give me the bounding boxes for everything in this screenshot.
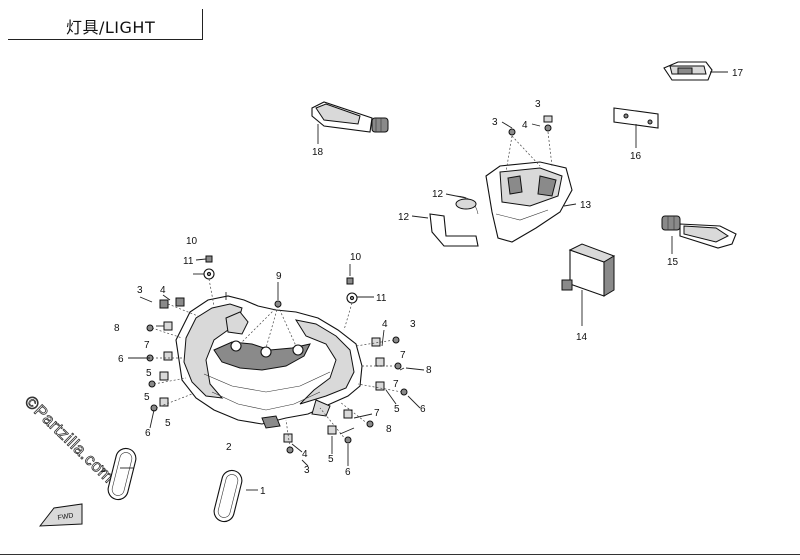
callout-1b: 1 xyxy=(260,486,266,497)
callout-10a: 10 xyxy=(186,236,198,247)
turn-signal-left xyxy=(311,101,389,133)
taillight-guides xyxy=(505,131,553,173)
title-frame xyxy=(8,9,203,40)
callout-6d: 6 xyxy=(345,467,351,478)
callout-1a: 1 xyxy=(100,464,106,475)
callout-11b: 11 xyxy=(376,293,387,304)
callout-3e: 3 xyxy=(492,117,498,128)
callout-7d: 7 xyxy=(374,408,380,419)
callout-17: 17 xyxy=(732,68,744,79)
callout-11a: 11 xyxy=(183,256,194,267)
callout-15: 15 xyxy=(667,257,679,268)
callout-6c: 6 xyxy=(420,404,426,415)
callout-6b: 6 xyxy=(145,428,151,439)
headlight-assembly xyxy=(175,295,363,429)
callout-7c: 7 xyxy=(393,379,399,390)
callout-10b: 10 xyxy=(350,252,362,263)
callout-7b: 7 xyxy=(400,350,406,361)
callout-3a: 3 xyxy=(137,285,143,296)
bottom-rule xyxy=(0,554,800,555)
page-title: 灯具/LIGHT xyxy=(66,18,156,37)
callout-9: 9 xyxy=(276,271,282,282)
callout-8a: 8 xyxy=(114,323,120,334)
callout-6a: 6 xyxy=(118,354,124,365)
callout-3c: 3 xyxy=(304,465,310,476)
callout-8c: 8 xyxy=(386,424,392,435)
callout-3b: 3 xyxy=(410,319,416,330)
callout-12b: 12 xyxy=(398,212,410,223)
callout-4a: 4 xyxy=(160,285,166,296)
callout-4c: 4 xyxy=(302,449,308,460)
callout-5e: 5 xyxy=(328,454,334,465)
reflector-plate xyxy=(613,107,659,129)
guide-lines xyxy=(151,278,403,449)
turn-signal-right xyxy=(661,215,737,249)
lens-covers xyxy=(107,447,243,523)
license-light xyxy=(663,61,713,81)
taillight-assembly xyxy=(429,115,573,247)
callout-2: 2 xyxy=(226,442,232,453)
callout-12a: 12 xyxy=(432,189,444,200)
right-fasteners xyxy=(274,277,408,454)
callout-16: 16 xyxy=(630,151,642,162)
callout-14: 14 xyxy=(576,332,588,343)
callout-4d: 4 xyxy=(522,120,528,131)
callout-5d: 5 xyxy=(394,404,400,415)
callout-5c: 5 xyxy=(165,418,171,429)
callout-4b: 4 xyxy=(382,319,388,330)
fwd-text: FWD xyxy=(57,512,74,522)
callout-13: 13 xyxy=(580,200,592,211)
callout-18: 18 xyxy=(312,147,324,158)
flasher-relay xyxy=(561,243,616,297)
leader-lines xyxy=(120,71,728,491)
callout-3d: 3 xyxy=(535,99,541,110)
fwd-arrow: FWD xyxy=(38,503,83,527)
callout-5a: 5 xyxy=(146,368,152,379)
callout-5b: 5 xyxy=(144,392,150,403)
callout-8b: 8 xyxy=(426,365,432,376)
callout-numbers: 1 1 2 3 4 8 7 6 5 5 5 6 10 11 9 10 11 4 … xyxy=(100,68,744,497)
callout-7a: 7 xyxy=(144,340,150,351)
